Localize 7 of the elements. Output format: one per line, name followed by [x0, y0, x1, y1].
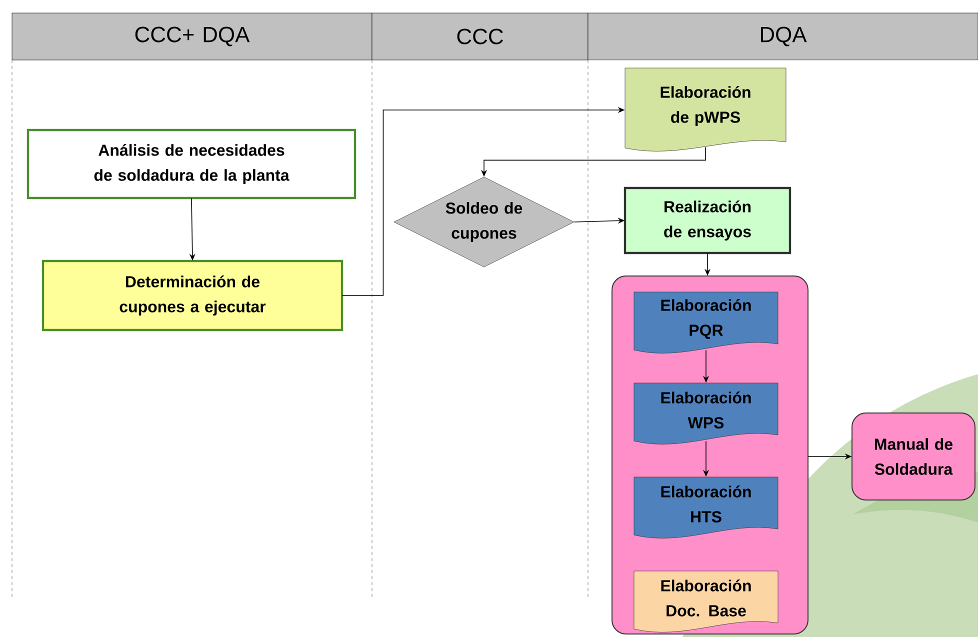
lane-header: DQA	[588, 12, 978, 60]
lane-header: CCC+ DQA	[12, 12, 372, 60]
process-box: Realización de ensayos	[624, 186, 792, 254]
lane-header: CCC	[372, 12, 588, 60]
process-box: Determinación de cupones a ejecutar	[42, 260, 344, 332]
process-box: Manual de Soldadura	[852, 412, 976, 500]
process-box: Análisis de necesidades de soldadura de la planta	[26, 128, 356, 200]
